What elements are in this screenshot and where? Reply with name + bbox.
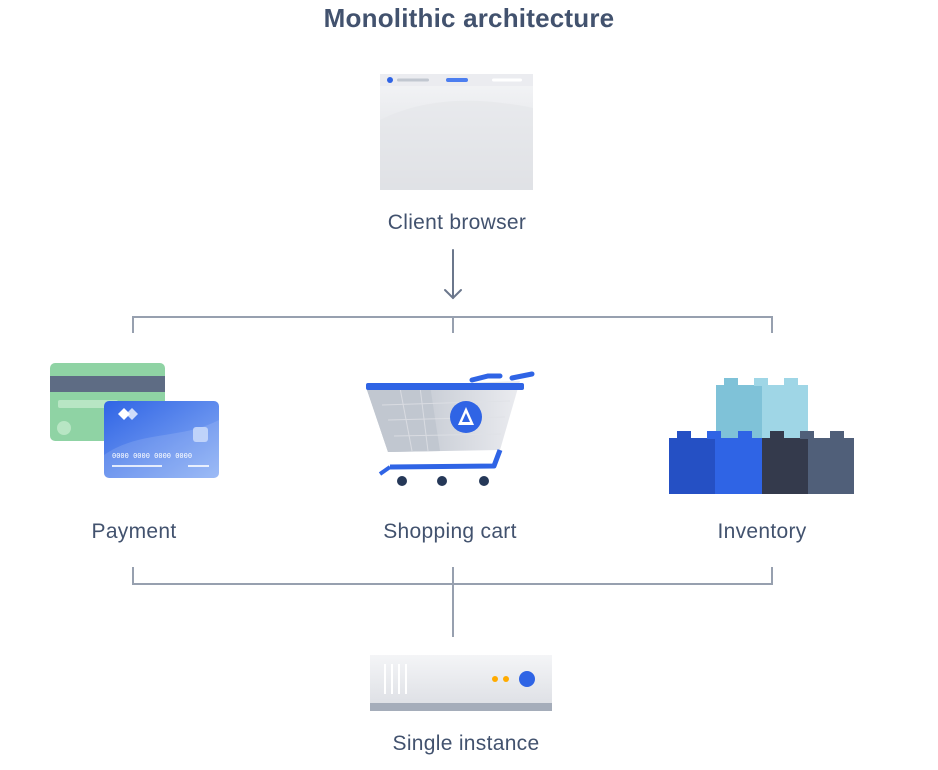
inventory-label: Inventory bbox=[717, 520, 807, 543]
card-number-text: 0000 0000 0000 0000 bbox=[112, 452, 192, 460]
credit-card-icon: 0000 0000 0000 0000 bbox=[50, 363, 219, 478]
server-icon bbox=[370, 655, 552, 711]
shopping-cart-label: Shopping cart bbox=[383, 520, 517, 543]
single-instance-label: Single instance bbox=[392, 732, 540, 755]
inventory-blocks-icon bbox=[669, 378, 854, 494]
payment-label: Payment bbox=[91, 520, 177, 543]
shopping-cart-icon bbox=[366, 371, 535, 486]
top-connector bbox=[132, 316, 773, 333]
diagram-title: Monolithic architecture bbox=[323, 3, 615, 33]
client-browser-label: Client browser bbox=[387, 211, 527, 234]
arrow-down-icon bbox=[444, 249, 462, 300]
browser-window-icon bbox=[380, 74, 533, 190]
bottom-connector bbox=[132, 567, 773, 637]
